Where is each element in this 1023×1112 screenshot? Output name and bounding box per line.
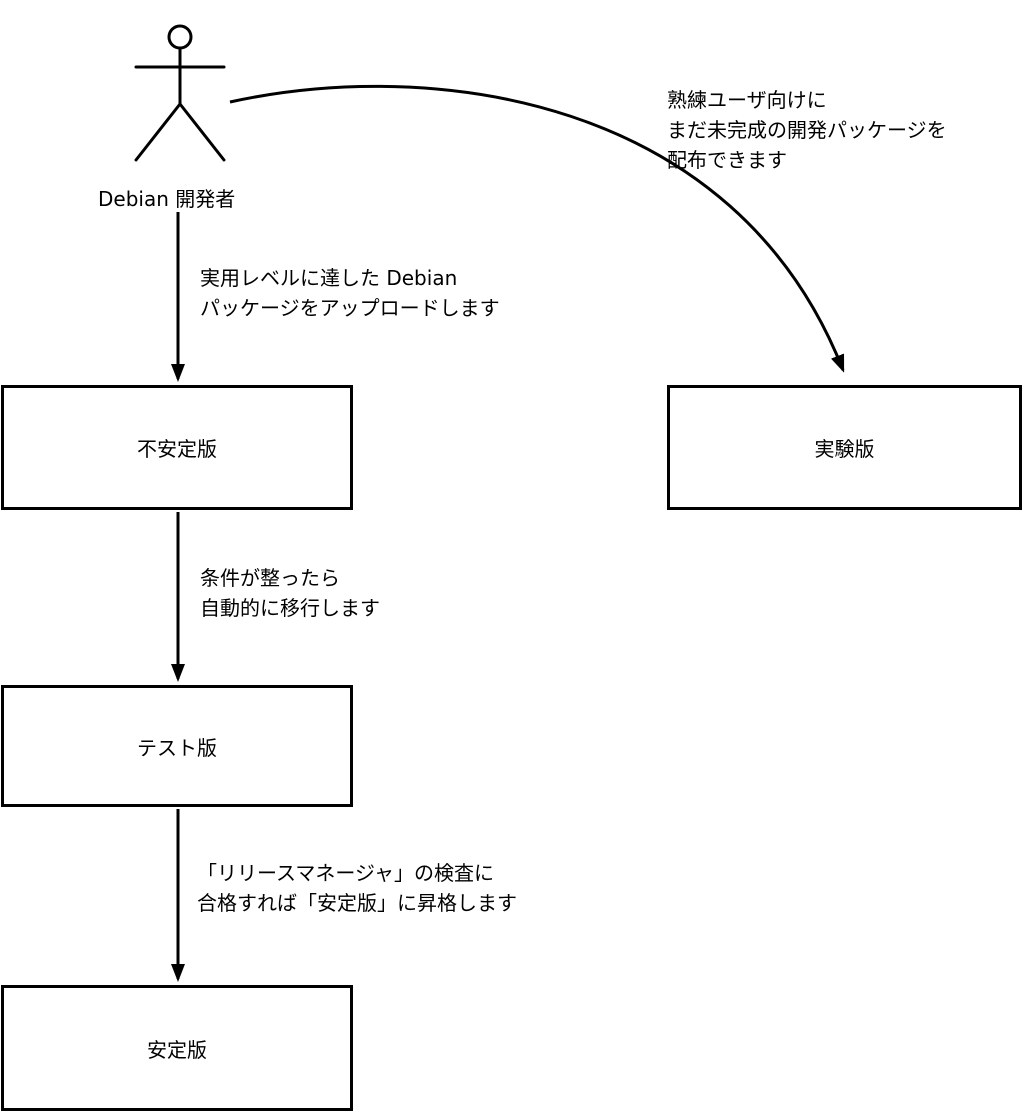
node-unstable: 不安定版 xyxy=(1,385,353,510)
edge-label-line: 実用レベルに達した Debian xyxy=(200,266,458,290)
edge-label-line: パッケージをアップロードします xyxy=(200,296,500,320)
edge-label-line: 自動的に移行します xyxy=(200,596,380,620)
node-experimental: 実験版 xyxy=(667,385,1022,510)
edge-label-promote: 「リリースマネージャ」の検査に 合格すれば「安定版」に昇格します xyxy=(197,858,517,918)
arrow-actor-to-experimental xyxy=(229,84,845,373)
edge-label-line: まだ未完成の開発パッケージを xyxy=(667,118,947,142)
node-testing-label: テスト版 xyxy=(137,735,217,760)
edge-label-line: 「リリースマネージャ」の検査に xyxy=(197,861,494,885)
edge-label-line: 熟練ユーザ向けに xyxy=(667,88,827,112)
node-stable-label: 安定版 xyxy=(147,1037,207,1062)
node-stable: 安定版 xyxy=(1,985,353,1111)
node-experimental-label: 実験版 xyxy=(814,437,875,461)
edge-label-auto-migrate: 条件が整ったら 自動的に移行します xyxy=(200,563,380,623)
edge-label-line: 条件が整ったら xyxy=(200,566,340,590)
actor-label: Debian 開発者 xyxy=(98,187,236,211)
edge-label-line: 合格すれば「安定版」に昇格します xyxy=(197,891,517,915)
developer-actor-icon xyxy=(134,24,226,162)
node-unstable-label: 不安定版 xyxy=(137,437,217,461)
node-testing: テスト版 xyxy=(1,685,353,807)
edge-label-upload: 実用レベルに達した Debian パッケージをアップロードします xyxy=(200,263,500,323)
edge-label-line: 配布できます xyxy=(667,148,787,172)
edge-label-experimental: 熟練ユーザ向けに まだ未完成の開発パッケージを 配布できます xyxy=(667,85,947,175)
